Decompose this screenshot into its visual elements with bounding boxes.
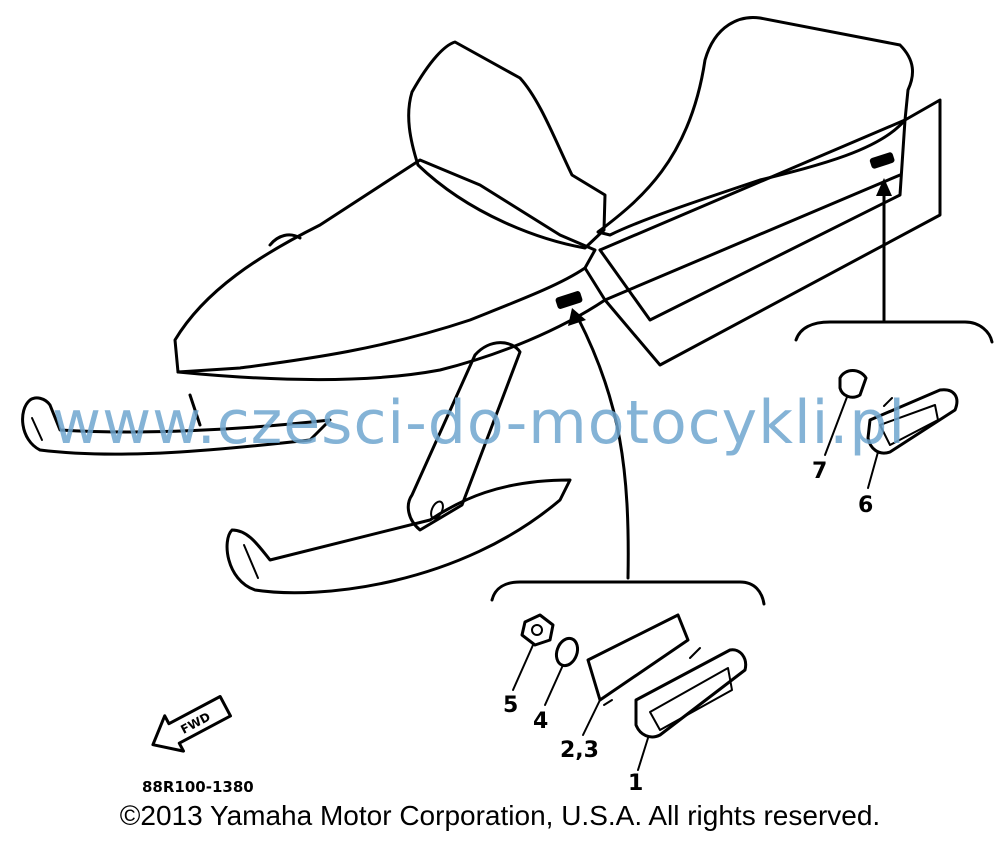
- arrowhead-front: [568, 308, 586, 326]
- leader-7: [824, 396, 848, 456]
- part-5-hole: [531, 624, 543, 636]
- part-5-nut: [520, 613, 555, 647]
- leader-arrows: [490, 178, 994, 606]
- body-reflector-rear: [869, 152, 895, 169]
- ski-spindle: [406, 341, 522, 532]
- part-4-washer: [554, 636, 580, 668]
- callout-4: 4: [533, 709, 548, 734]
- nose-skirt: [176, 298, 607, 382]
- bracket-front-group: [490, 580, 766, 606]
- side-panel: [583, 98, 942, 367]
- ski-left-tip: [31, 417, 43, 441]
- callout-2-3: 2,3: [560, 738, 599, 763]
- fwd-label: FWD: [178, 710, 212, 737]
- windshield: [407, 40, 607, 250]
- body-crease: [598, 118, 907, 252]
- ski-right-tip: [243, 544, 259, 579]
- bumper-bulge: [268, 233, 302, 247]
- body-reflector-front: [555, 291, 583, 309]
- part-6-stud: [883, 397, 893, 407]
- ski-left-strut: [188, 393, 202, 427]
- callout-5: 5: [503, 693, 518, 718]
- rear-reflector-parts: [838, 369, 959, 455]
- part-6-lens: [879, 404, 939, 446]
- part-7-nut: [838, 369, 868, 399]
- seat: [596, 16, 914, 237]
- part-1-stud-2: [603, 699, 613, 706]
- leader-1: [637, 737, 649, 771]
- leader-4: [544, 664, 564, 706]
- spindle-hole: [430, 500, 444, 520]
- ski-right: [225, 478, 572, 595]
- arrowhead-rear: [876, 178, 892, 196]
- part-6-reflector: [866, 388, 959, 455]
- part-23-plate: [586, 613, 690, 702]
- leader-6: [867, 451, 879, 489]
- body-crease-lower: [603, 173, 902, 302]
- diagram-part-code: 88R100-1380: [142, 778, 254, 796]
- callout-6: 6: [858, 493, 873, 518]
- snowmobile-illustration: [21, 16, 942, 595]
- part-1-stud: [689, 647, 701, 659]
- callout-7: 7: [812, 459, 827, 484]
- ski-left: [21, 396, 332, 456]
- callout-leaders: [512, 396, 879, 771]
- part-1-lens: [649, 667, 733, 731]
- arrow-front-reflector: [576, 316, 630, 580]
- part-1-reflector: [634, 648, 748, 739]
- callout-1: 1: [628, 771, 643, 796]
- leader-23: [582, 699, 601, 736]
- front-reflector-parts: [520, 613, 748, 739]
- hood-outline: [173, 158, 597, 374]
- bracket-rear-group: [794, 320, 994, 344]
- leader-5: [512, 644, 534, 691]
- fwd-arrow-icon: FWD: [151, 695, 232, 753]
- copyright-notice: ©2013 Yamaha Motor Corporation, U.S.A. A…: [119, 800, 881, 831]
